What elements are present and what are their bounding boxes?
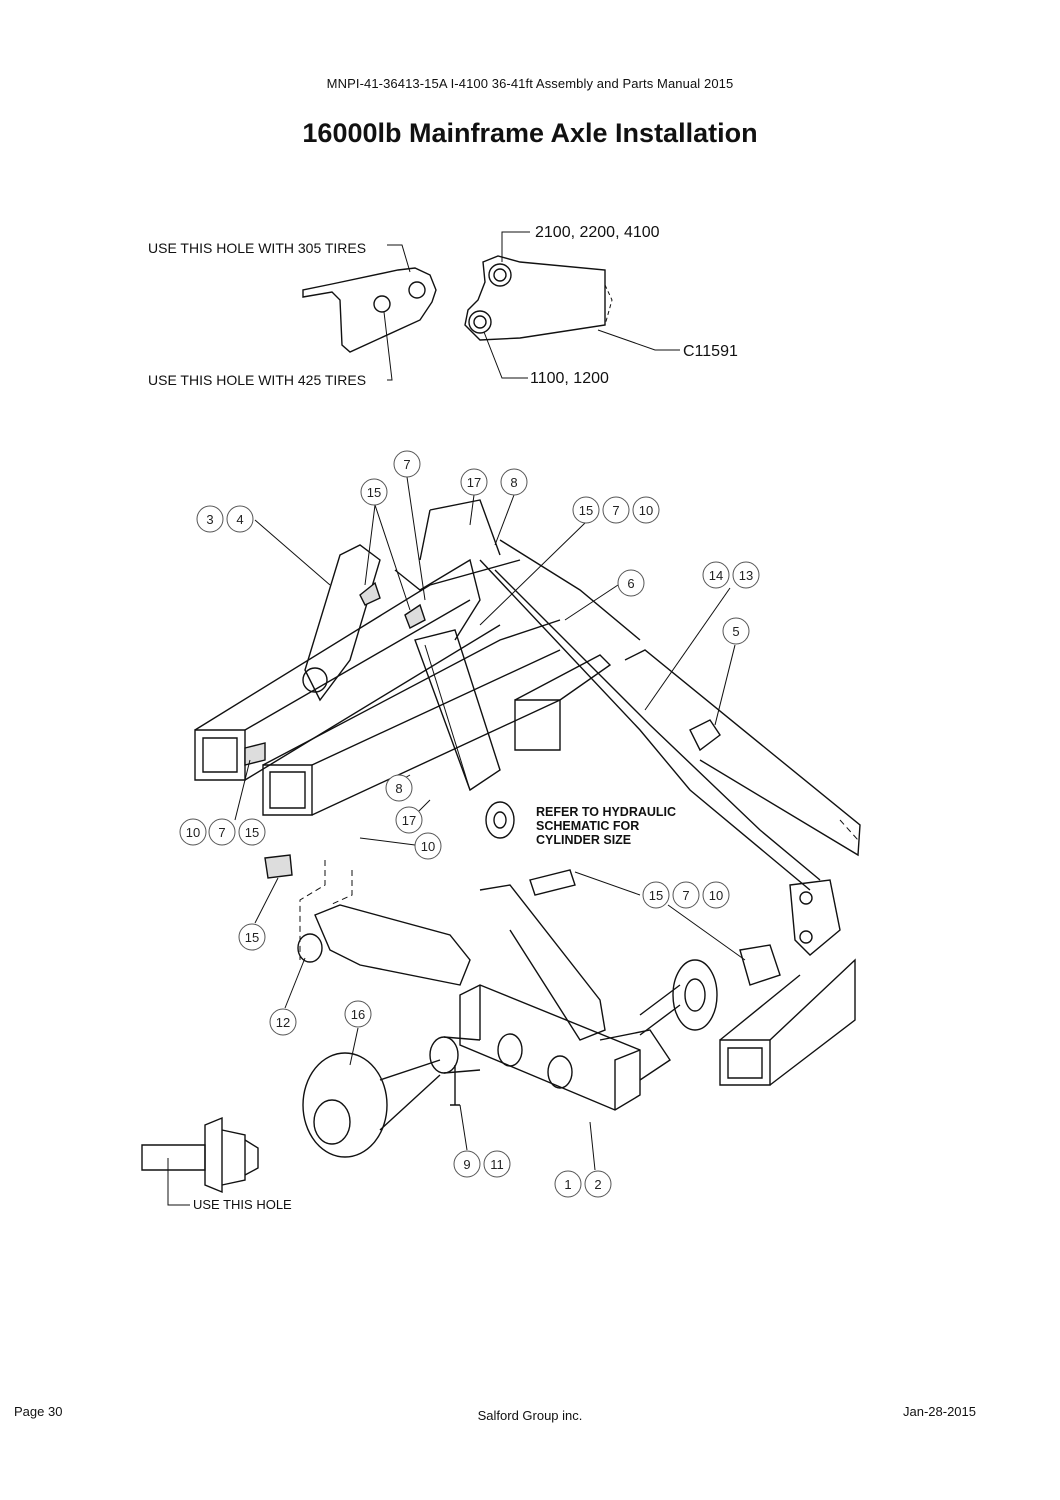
svg-text:8: 8: [395, 781, 402, 796]
callout-14: 14: [702, 561, 730, 589]
callout-7-upper: 7: [393, 450, 421, 478]
svg-text:10: 10: [186, 825, 200, 840]
svg-text:4: 4: [236, 512, 243, 527]
callout-16: 16: [344, 1000, 372, 1028]
callout-5: 5: [722, 617, 750, 645]
svg-text:16: 16: [351, 1007, 365, 1022]
svg-text:15: 15: [579, 503, 593, 518]
svg-text:10: 10: [709, 888, 723, 903]
tire-bracket-detail: [302, 244, 437, 381]
callout-15-left: 15: [238, 818, 266, 846]
axle-mount-detail: [464, 231, 680, 379]
svg-text:13: 13: [739, 568, 753, 583]
note-models-bottom: 1100, 1200: [530, 370, 609, 387]
callout-17-middle: 17: [395, 806, 423, 834]
svg-text:8: 8: [510, 475, 517, 490]
note-part-number: C11591: [683, 343, 738, 360]
callout-17-upper: 17: [460, 468, 488, 496]
callout-1: 1: [554, 1170, 582, 1198]
callout-15-lower-left: 15: [238, 923, 266, 951]
svg-text:15: 15: [367, 485, 381, 500]
svg-text:7: 7: [682, 888, 689, 903]
svg-text:11: 11: [490, 1157, 504, 1172]
leader-lines: [234, 476, 746, 1171]
callout-3: 3: [196, 505, 224, 533]
callout-10-right: 10: [702, 881, 730, 909]
document-header: MNPI-41-36413-15A I-4100 36-41ft Assembl…: [326, 76, 734, 91]
svg-text:1: 1: [564, 1177, 571, 1192]
svg-text:3: 3: [206, 512, 213, 527]
callout-15-top-right: 15: [572, 496, 600, 524]
callout-10-left: 10: [179, 818, 207, 846]
hidden-lines: [299, 819, 859, 960]
svg-text:2: 2: [594, 1177, 601, 1192]
callout-7-top-right: 7: [602, 496, 630, 524]
svg-text:10: 10: [421, 839, 435, 854]
callout-15-upper: 15: [360, 478, 388, 506]
svg-text:7: 7: [218, 825, 225, 840]
hub-inset: [141, 1116, 259, 1206]
note-305-tires: USE THIS HOLE WITH 305 TIRES: [148, 240, 367, 256]
callout-10-top-right: 10: [632, 496, 660, 524]
note-models-top: 2100, 2200, 4100: [535, 224, 660, 241]
callout-10-middle: 10: [414, 832, 442, 860]
hydraulic-note-line-1: REFER TO HYDRAULIC: [536, 805, 677, 819]
hydraulic-reference-note: REFER TO HYDRAULIC SCHEMATIC FOR CYLINDE…: [536, 805, 676, 847]
callout-11: 11: [483, 1150, 511, 1178]
hydraulic-note-line-3: CYLINDER SIZE: [536, 833, 632, 847]
main-frame: [194, 499, 856, 1086]
svg-text:5: 5: [732, 624, 739, 639]
note-use-this-hole: USE THIS HOLE: [193, 1197, 292, 1212]
callout-9: 9: [453, 1150, 481, 1178]
svg-text:7: 7: [612, 503, 619, 518]
callout-12: 12: [269, 1008, 297, 1036]
callout-13: 13: [732, 561, 760, 589]
callout-2: 2: [584, 1170, 612, 1198]
note-425-tires: USE THIS HOLE WITH 425 TIRES: [148, 372, 367, 388]
rocker-arm-assembly: [244, 544, 861, 956]
svg-text:9: 9: [463, 1157, 470, 1172]
svg-text:10: 10: [639, 503, 653, 518]
axle-assembly: [297, 869, 781, 1158]
svg-text:17: 17: [402, 813, 416, 828]
svg-text:15: 15: [245, 930, 259, 945]
callout-4: 4: [226, 505, 254, 533]
svg-text:6: 6: [627, 576, 634, 591]
hydraulic-note-line-2: SCHEMATIC FOR: [536, 819, 640, 833]
callout-7-left: 7: [208, 818, 236, 846]
svg-text:14: 14: [709, 568, 723, 583]
footer-page-number: Page 30: [14, 1404, 63, 1419]
callout-6: 6: [617, 569, 645, 597]
svg-text:15: 15: [649, 888, 663, 903]
svg-text:15: 15: [245, 825, 259, 840]
callout-7-right: 7: [672, 881, 700, 909]
callout-8-middle: 8: [385, 774, 413, 802]
footer-date: Jan-28-2015: [903, 1404, 976, 1419]
svg-text:17: 17: [467, 475, 481, 490]
callout-15-right: 15: [642, 881, 670, 909]
callout-8-upper: 8: [500, 468, 528, 496]
page-title: 16000lb Mainframe Axle Installation: [302, 118, 758, 148]
svg-text:7: 7: [403, 457, 410, 472]
svg-text:12: 12: [276, 1015, 290, 1030]
footer-company: Salford Group inc.: [477, 1408, 583, 1423]
